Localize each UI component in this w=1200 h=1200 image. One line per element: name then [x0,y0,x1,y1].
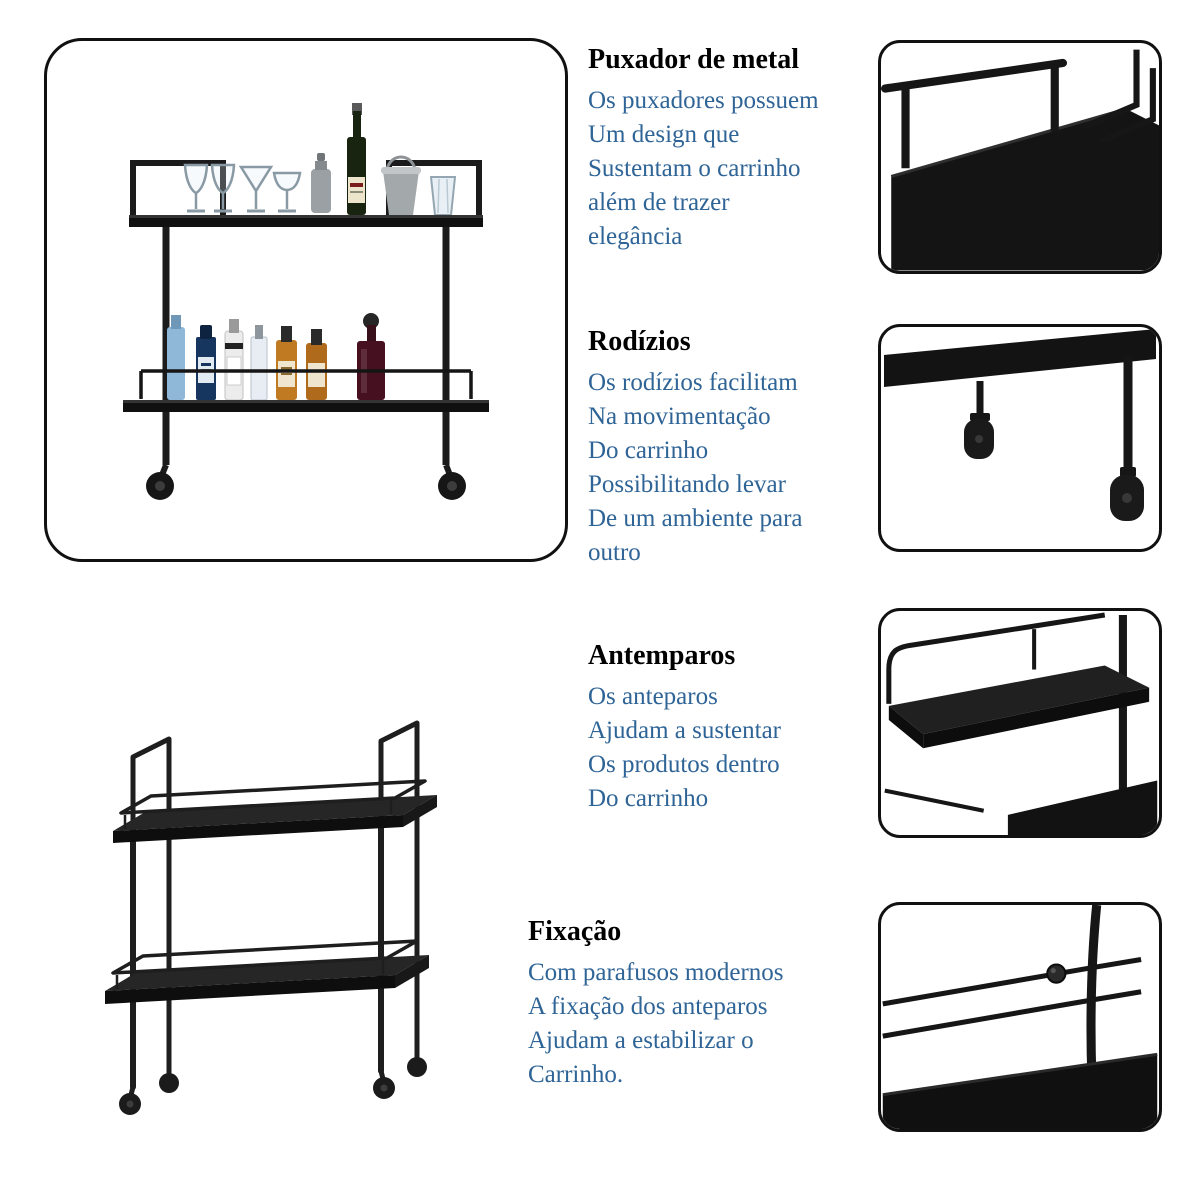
feature-description: Com parafusos modernos A fixação dos ant… [528,959,784,1089]
wine-bottle [347,103,366,215]
cart-handle-left [130,160,226,215]
detail-photo-wheels [878,324,1162,552]
render-top-guard [119,779,427,815]
feature-title: Rodízios [588,326,691,357]
feature-rodizios: Rodízios Os rodízios facilitam Na movime… [588,326,918,570]
fixation-screw-closeup-illustration [882,905,1158,1129]
feature-fixacao: Fixação Com parafusos modernos A fixação… [528,916,858,1092]
feature-description: Os puxadores possuem Um design que Suste… [588,87,819,251]
feature-puxador: Puxador de metal Os puxadores possuem Um… [588,44,918,254]
secondary-product-photo [85,695,495,1135]
detail-photo-handle [878,40,1162,274]
feature-description: Os rodízios facilitam Na movimentação Do… [588,369,803,567]
metal-handle-closeup-illustration [881,49,1159,271]
feature-antemparos: Antemparos Os anteparos Ajudam a sustent… [588,640,918,816]
top-shelf [129,215,483,227]
feature-title: Puxador de metal [588,44,800,75]
lower-shelf [123,369,489,412]
feature-description: Os anteparos Ajudam a sustentar Os produ… [588,683,782,813]
shelf-guard-closeup-illustration [884,612,1158,835]
render-lower-guard [111,939,419,975]
black-cart-render-illustration [105,720,437,1115]
caster-wheels-closeup-illustration [884,329,1156,521]
bar-cart-with-drinks-illustration [123,103,489,500]
render-handle-left [130,736,172,830]
cocktail-shaker [311,153,331,213]
liquor-bottles [167,313,385,401]
feature-title: Fixação [528,916,622,947]
render-handle-right [378,720,420,814]
feature-title: Antemparos [588,640,736,671]
glassware [183,163,302,213]
render-wheels [119,1057,427,1115]
main-product-photo-frame [44,38,568,562]
fixation-screw [1046,963,1067,984]
detail-photo-guard [878,608,1162,838]
caster-wheels [146,463,466,500]
ice-bucket [381,155,457,216]
detail-photo-fixation [878,902,1162,1132]
